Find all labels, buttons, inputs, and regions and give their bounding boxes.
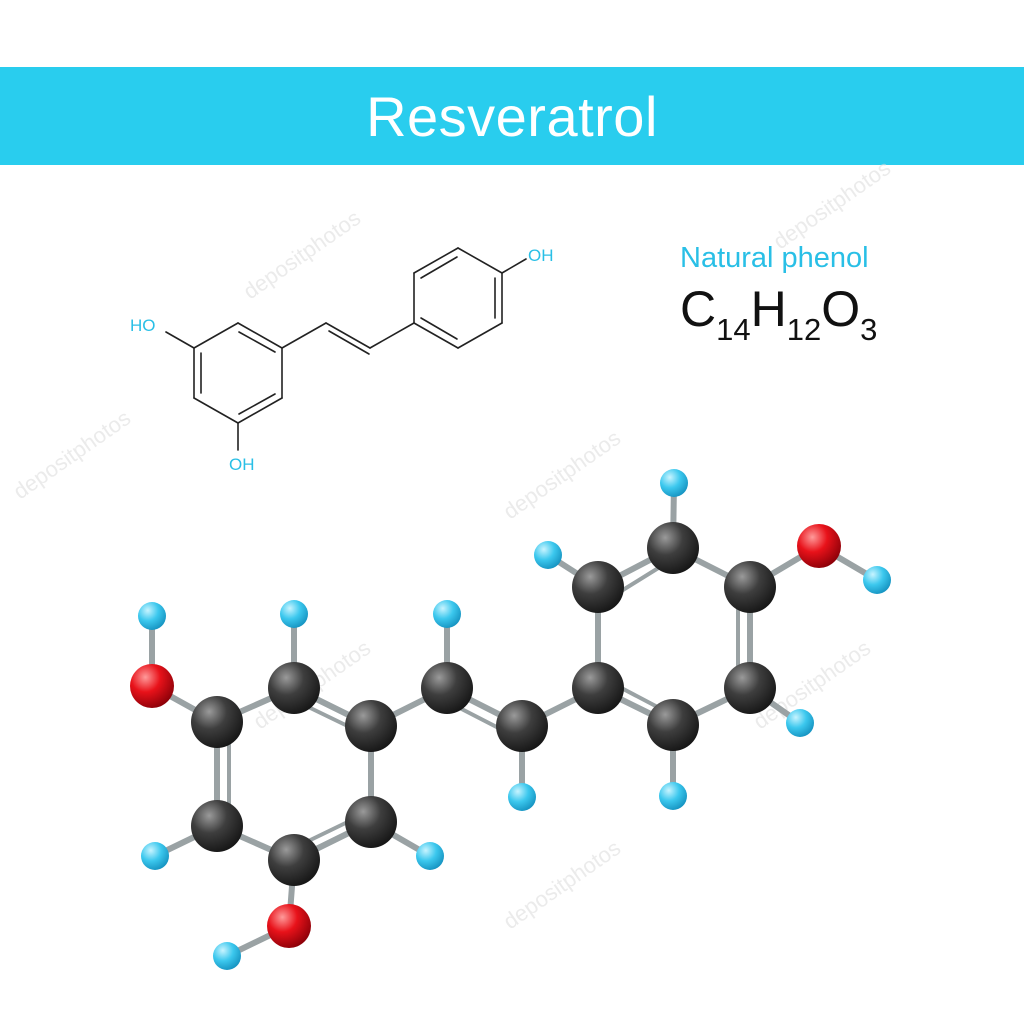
hydrogen-atom bbox=[863, 566, 891, 594]
hydrogen-atom bbox=[786, 709, 814, 737]
oxygen-atom bbox=[130, 664, 174, 708]
carbon-atom bbox=[647, 699, 699, 751]
hydrogen-atom bbox=[141, 842, 169, 870]
carbon-atom bbox=[191, 800, 243, 852]
hydrogen-atom bbox=[280, 600, 308, 628]
carbon-atom bbox=[572, 662, 624, 714]
carbon-atom bbox=[572, 561, 624, 613]
watermark-text: depositphotos bbox=[239, 205, 366, 304]
skeletal-oh-label: OH bbox=[528, 246, 554, 265]
skeletal-oh-label: OH bbox=[229, 455, 255, 474]
carbon-atom bbox=[191, 696, 243, 748]
formula-element-o: O bbox=[821, 281, 861, 337]
carbon-atom bbox=[345, 796, 397, 848]
carbon-atom bbox=[421, 662, 473, 714]
formula-element-c: C bbox=[680, 281, 717, 337]
hydrogen-atom bbox=[534, 541, 562, 569]
hydrogen-atom bbox=[433, 600, 461, 628]
formula-element-h: H bbox=[750, 281, 787, 337]
carbon-atom bbox=[268, 662, 320, 714]
hydrogen-atom bbox=[660, 469, 688, 497]
title-banner: Resveratrol bbox=[0, 67, 1024, 165]
carbon-atom bbox=[268, 834, 320, 886]
watermark-layer: depositphotos depositphotos depositphoto… bbox=[9, 155, 896, 934]
hydrogen-atom bbox=[138, 602, 166, 630]
watermark-text: depositphotos bbox=[499, 835, 626, 934]
carbon-atom bbox=[496, 700, 548, 752]
formula-count-h: 12 bbox=[786, 312, 822, 347]
watermark-text: depositphotos bbox=[769, 155, 896, 254]
ball-stick-atoms bbox=[130, 469, 891, 970]
formula-count-o: 3 bbox=[860, 312, 878, 347]
oxygen-atom bbox=[797, 524, 841, 568]
hydrogen-atom bbox=[659, 782, 687, 810]
carbon-atom bbox=[647, 522, 699, 574]
hydrogen-atom bbox=[508, 783, 536, 811]
carbon-atom bbox=[345, 700, 397, 752]
formula-count-c: 14 bbox=[716, 312, 751, 347]
carbon-atom bbox=[724, 662, 776, 714]
compound-class-label: Natural phenol bbox=[680, 242, 869, 274]
skeletal-formula bbox=[165, 247, 527, 451]
watermark-text: depositphotos bbox=[499, 425, 626, 524]
hydrogen-atom bbox=[213, 942, 241, 970]
molecular-formula: C14H12O3 bbox=[680, 280, 877, 345]
title: Resveratrol bbox=[366, 84, 658, 148]
carbon-atom bbox=[724, 561, 776, 613]
oxygen-atom bbox=[267, 904, 311, 948]
watermark-text: depositphotos bbox=[9, 405, 136, 504]
skeletal-ho-label: HO bbox=[130, 316, 156, 335]
hydrogen-atom bbox=[416, 842, 444, 870]
